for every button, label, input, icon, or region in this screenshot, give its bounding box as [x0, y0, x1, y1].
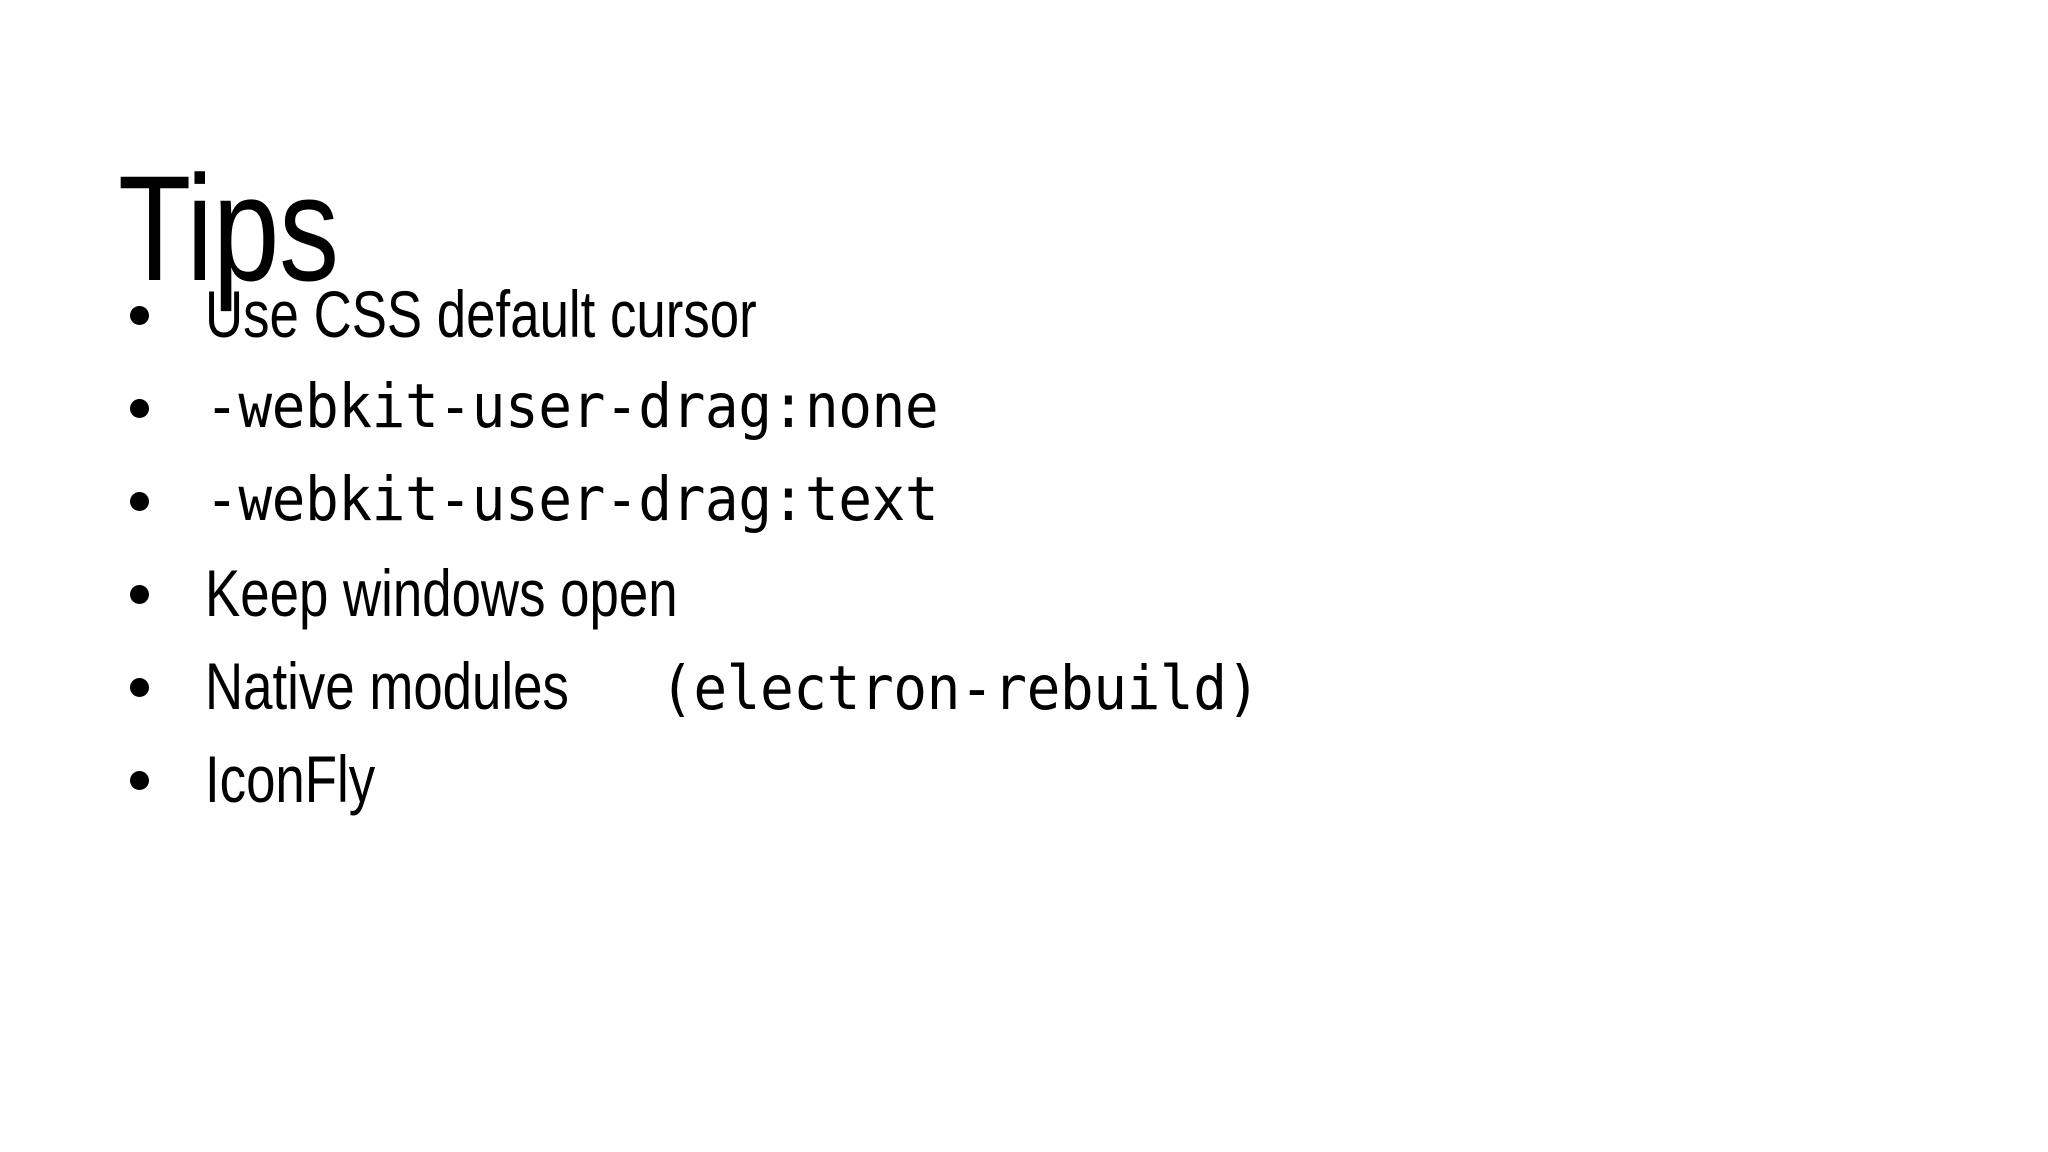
- bullet-text-run-mono: -webkit-user-drag:text: [205, 464, 939, 536]
- tips-bullet-list: Use CSS default cursor -webkit-user-drag:…: [118, 268, 1978, 826]
- bullet-point-icon: [130, 305, 149, 325]
- bullet-text: -webkit-user-drag:none: [205, 375, 1002, 439]
- bullet-item-iconfly: IconFly: [118, 733, 1978, 826]
- bullet-point-icon: [130, 491, 149, 511]
- bullet-item-webkit-user-drag-none: -webkit-user-drag:none: [118, 361, 1978, 454]
- bullet-item-use-css-default-cursor: Use CSS default cursor: [118, 268, 1978, 361]
- bullet-item-keep-windows-open: Keep windows open: [118, 547, 1978, 640]
- bullet-text-run-sans: Native modules: [205, 648, 569, 723]
- bullet-text-run-sans: Keep windows open: [205, 555, 678, 630]
- slide-title: Tips: [118, 143, 339, 312]
- bullet-text-run-mono: (electron-rebuild): [659, 652, 1260, 724]
- bullet-point-icon: [130, 398, 149, 418]
- bullet-item-webkit-user-drag-text: -webkit-user-drag:text: [118, 454, 1978, 547]
- bullet-point-icon: [130, 770, 149, 790]
- bullet-item-native-modules-electron-rebuild: Native modules (electron-rebuild): [118, 640, 1978, 733]
- bullet-point-icon: [130, 584, 149, 604]
- bullet-text: Keep windows open: [205, 555, 796, 630]
- bullet-text: -webkit-user-drag:text: [205, 468, 1002, 532]
- bullet-text-run-sans: Use CSS default cursor: [205, 276, 757, 351]
- bullet-text-run-mono: -webkit-user-drag:none: [205, 371, 939, 443]
- bullet-text: Use CSS default cursor: [205, 276, 895, 351]
- bullet-point-icon: [130, 677, 149, 697]
- bullet-text-run-sans: IconFly: [205, 741, 376, 816]
- bullet-text: Native modules (electron-rebuild): [205, 648, 1312, 724]
- bullet-text: IconFly: [205, 741, 418, 816]
